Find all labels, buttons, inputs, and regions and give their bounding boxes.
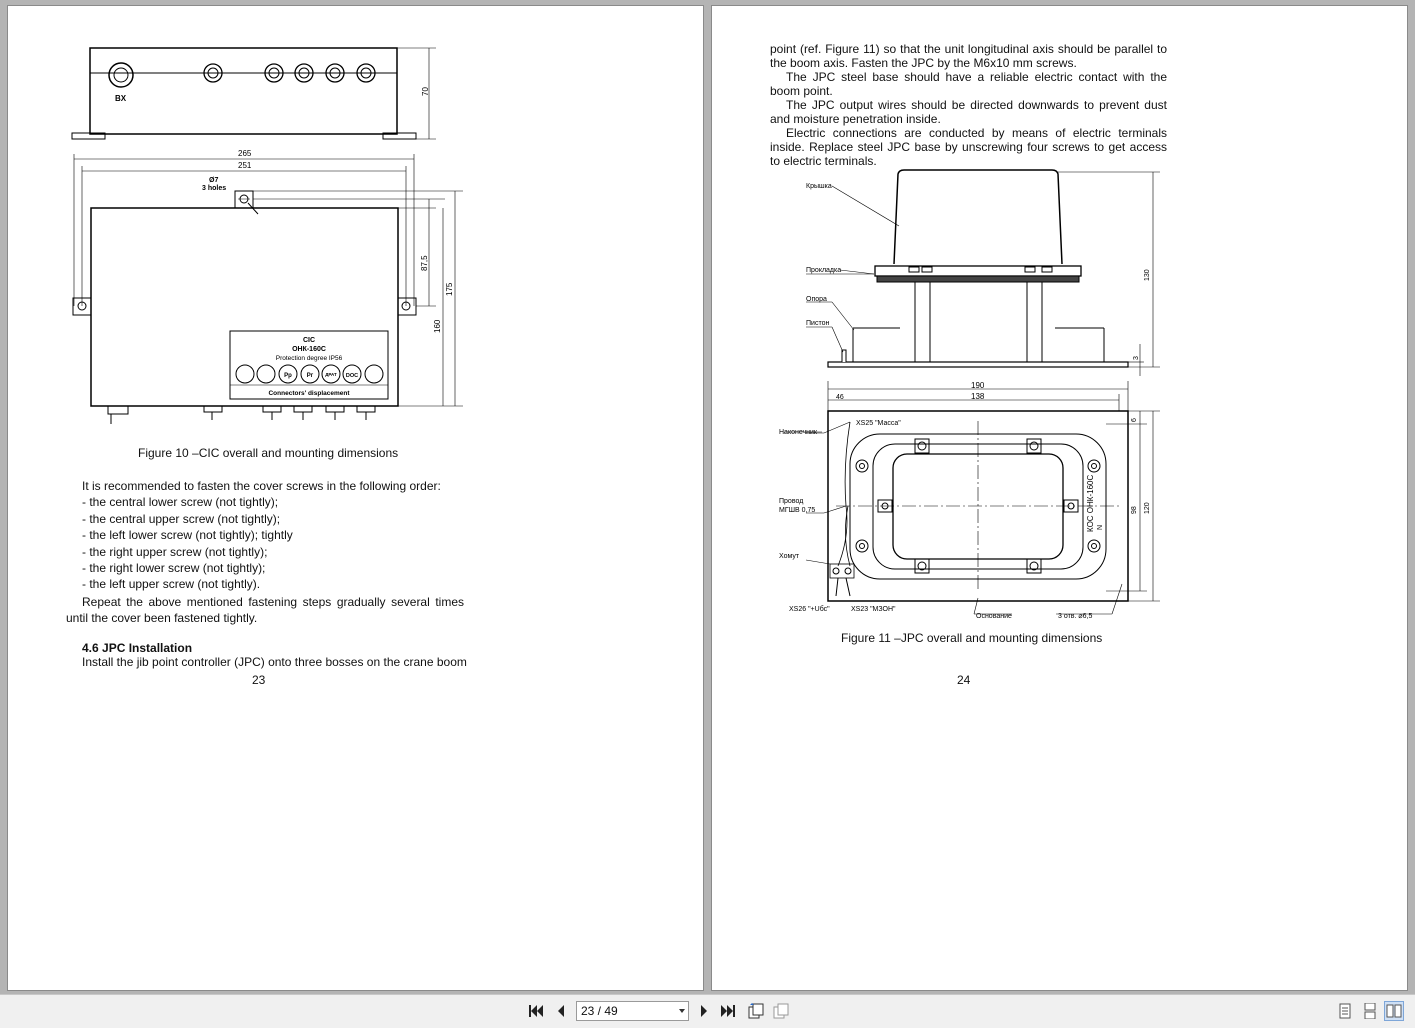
label-opora: Опора: [806, 296, 827, 303]
figure-10-drawing: BX 265 251 Ø7 3 holes 70 87,5 175 160 CI…: [71, 47, 463, 424]
label-kryshka: Крышка: [806, 183, 832, 190]
dim-160: 160: [433, 319, 442, 333]
label-khomut: Хомут: [779, 553, 800, 560]
paragraph-2: The JPC steel base should have a reliabl…: [770, 70, 1167, 98]
figure-11-drawing: Крышка Прокладка Опора Пистон 130 3 190 …: [779, 169, 1160, 620]
list-item: - the right lower screw (not tightly);: [82, 561, 266, 575]
paragraph-repeat: Repeat the above mentioned fastening ste…: [66, 595, 464, 625]
section-heading: 4.6 JPC Installation: [82, 641, 193, 655]
page-number: 24: [957, 673, 971, 687]
paragraph-1: point (ref. Figure 11) so that the unit …: [770, 42, 1167, 70]
dim-3: 3: [1133, 356, 1140, 360]
label-xs25: XS25 "Масса": [856, 420, 901, 427]
label-nakonechnik: Наконечник: [779, 429, 818, 436]
rotate-icon[interactable]: [746, 1001, 766, 1021]
plate-protection: Protection degree IP56: [276, 355, 343, 362]
figure-11-caption: Figure 11 –JPC overall and mounting dime…: [841, 631, 1103, 645]
dim-120: 120: [1144, 502, 1151, 514]
facing-pages-icon[interactable]: [1384, 1001, 1404, 1021]
list-item: - the central lower screw (not tightly);: [82, 495, 279, 509]
page-23: BX 265 251 Ø7 3 holes 70 87,5 175 160 CI…: [7, 5, 704, 991]
list-item: - the central upper screw (not tightly);: [82, 512, 281, 526]
dim-46: 46: [836, 394, 844, 401]
dim-130: 130: [1144, 269, 1151, 281]
last-page-icon[interactable]: [718, 1001, 738, 1021]
label-prokladka: Прокладка: [806, 267, 841, 274]
dim-98: 98: [1131, 506, 1138, 514]
page-number: 23: [252, 673, 266, 687]
label-xs26: XS26 "+Uбс": [789, 605, 830, 613]
single-page-icon[interactable]: [1335, 1001, 1355, 1021]
label-osnovanie: Основание: [976, 613, 1012, 620]
label-holes: 3 отв. ⌀6,5: [1058, 613, 1092, 620]
dim-175: 175: [445, 282, 454, 296]
dim-87-5: 87,5: [420, 255, 429, 271]
select-icon[interactable]: [771, 1001, 791, 1021]
list-item: - the left upper screw (not tightly).: [82, 577, 261, 591]
list-item: - the right upper screw (not tightly);: [82, 545, 268, 559]
label-marking: КОС ОНК-160С: [1086, 475, 1095, 532]
figure-10-caption: Figure 10 –CIC overall and mounting dime…: [138, 446, 399, 460]
dim-138: 138: [971, 392, 985, 401]
paragraph-3: The JPC output wires should be directed …: [770, 98, 1167, 126]
label-piston: Пистон: [806, 320, 829, 327]
plate-footer: Connectors' displacement: [268, 390, 350, 397]
page-number-select[interactable]: 23 / 49: [576, 1001, 689, 1021]
plate-title: CIC: [303, 337, 315, 344]
plate-connector-label: DOC: [346, 373, 358, 379]
label-marking-n: N: [1097, 525, 1104, 530]
label-xs23: XS23 "МЗОН": [851, 606, 896, 613]
bx-label: BX: [115, 94, 127, 103]
viewer-toolbar: 23 / 49: [0, 994, 1415, 1028]
label-provod-type: МГШВ 0,75: [779, 507, 815, 514]
next-page-icon[interactable]: [694, 1001, 714, 1021]
plate-model: ОНК-160С: [292, 346, 326, 353]
chevron-down-icon: [679, 1009, 685, 1013]
previous-page-icon[interactable]: [551, 1001, 571, 1021]
dim-6: 6: [1131, 418, 1138, 422]
dim-251: 251: [238, 161, 252, 170]
dim-70: 70: [421, 87, 430, 96]
continuous-icon[interactable]: [1360, 1001, 1380, 1021]
hole-count: 3 holes: [202, 185, 226, 192]
dim-190: 190: [971, 381, 985, 390]
dim-265: 265: [238, 149, 252, 158]
page-number-value: 23 / 49: [581, 1004, 618, 1018]
plate-connector-label: Рр: [284, 373, 292, 379]
list-item: - the left lower screw (not tightly); ti…: [82, 528, 293, 542]
hole-dia: Ø7: [209, 177, 218, 184]
plate-connector-label: Рг: [307, 373, 314, 379]
paragraph-intro: It is recommended to fasten the cover sc…: [82, 479, 441, 493]
first-page-icon[interactable]: [526, 1001, 546, 1021]
plate-connector-label: ДРАТ: [325, 372, 337, 377]
page-24: point (ref. Figure 11) so that the unit …: [711, 5, 1408, 991]
paragraph-install: Install the jib point controller (JPC) o…: [82, 655, 467, 669]
label-provod: Провод: [779, 498, 803, 505]
paragraph-4: Electric connections are conducted by me…: [770, 126, 1167, 168]
